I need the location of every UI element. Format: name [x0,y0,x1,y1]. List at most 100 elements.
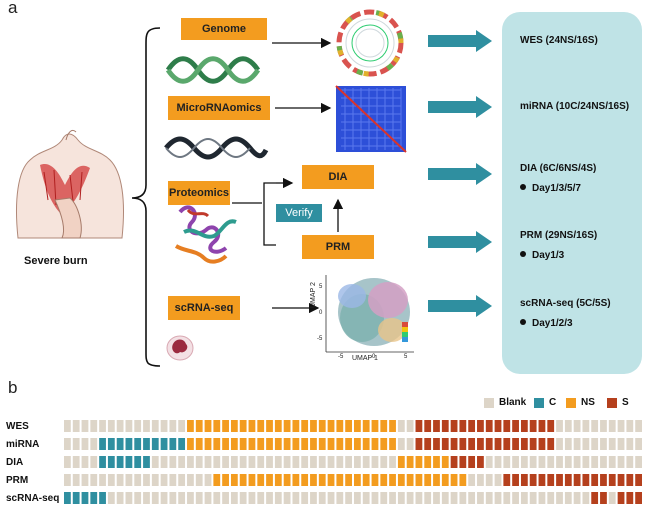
sample-cell-blank [564,456,572,468]
sample-cell-blank [406,438,414,450]
umap-ytick-1: 5 [319,284,323,290]
sample-cell-blank [635,456,642,468]
sample-cell-ns [222,474,229,486]
sample-cell-blank [345,492,352,504]
sample-cell-blank [608,492,616,504]
sample-cell-blank [107,492,115,504]
sample-cell-c [116,438,124,450]
sample-cell-blank [608,438,616,450]
sample-cell-blank [617,438,625,450]
sample-cell-ns [371,420,379,432]
sample-cell-ns [389,438,396,450]
sample-cell-ns [389,420,396,432]
verify-box: Verify [276,204,322,222]
sample-cell-s [494,420,502,432]
sample-cell-ns [266,438,273,450]
sample-cell-s [424,438,432,450]
sample-cell-blank [494,474,502,486]
legend-label-ns: NS [581,397,595,408]
sample-cell-blank [406,492,414,504]
sample-cell-s [433,438,440,450]
sample-cell-blank [503,492,511,504]
sample-cell-ns [283,420,291,432]
sample-cell-c [81,492,89,504]
sample-cell-blank [573,420,581,432]
sample-cell-s [450,456,458,468]
dia-box: DIA [302,165,374,189]
sample-cell-blank [283,492,291,504]
sample-cell-blank [160,420,168,432]
sample-cell-c [143,438,150,450]
sample-cell-s [415,438,423,450]
sample-cell-blank [564,438,572,450]
sample-cell-ns [310,474,317,486]
sample-cell-blank [310,492,317,504]
sample-cell-s [529,438,537,450]
sample-cell-ns [415,456,423,468]
cell-illustration [166,335,194,361]
result-prm-days-text: Day1/3 [532,250,565,261]
sample-cell-blank [187,474,194,486]
sample-cell-ns [424,456,432,468]
sample-cell-c [99,438,106,450]
sample-cell-blank [90,438,98,450]
sample-cell-blank [99,474,106,486]
row-label-prm: PRM [6,475,29,486]
sample-cell-s [459,456,467,468]
sample-cell-ns [318,420,326,432]
legend-label-c: C [549,397,557,408]
sample-cell-blank [72,438,80,450]
sample-cell-blank [600,456,607,468]
sample-cell-blank [72,420,80,432]
sample-cell-blank [556,492,563,504]
results-panel [502,12,642,374]
sample-cell-ns [371,438,379,450]
sample-cell-ns [248,438,256,450]
sample-cell-ns [239,420,247,432]
sample-cell-blank [116,420,124,432]
sample-cell-blank [178,492,186,504]
sample-cell-blank [239,456,247,468]
sample-cell-ns [441,474,449,486]
sample-cell-s [477,456,484,468]
sample-cell-blank [143,474,150,486]
sample-cell-ns [389,474,396,486]
sample-cell-ns [433,456,440,468]
sample-cell-blank [397,492,405,504]
sample-cell-blank [230,492,238,504]
sample-cell-s [635,474,642,486]
sample-cell-blank [336,456,344,468]
result-dia-days-text: Day1/3/5/7 [532,183,581,194]
result-scrna-days-text: Day1/2/3 [532,318,573,329]
sample-cell-blank [160,474,168,486]
sample-cell-s [538,438,546,450]
sample-cell-blank [318,492,326,504]
sample-cell-blank [204,474,212,486]
sample-cell-s [547,474,555,486]
sample-cell-blank [582,492,590,504]
sample-cell-s [582,474,590,486]
sample-cell-blank [90,456,98,468]
legend-blank: Blank [484,397,526,408]
sample-cell-s [459,420,467,432]
sample-cell-blank [64,474,71,486]
sample-cell-c [72,492,80,504]
sample-cell-blank [283,456,291,468]
sample-cell-blank [81,438,89,450]
sample-cell-blank [195,474,203,486]
sample-cell-s [529,474,537,486]
sample-cell-blank [485,492,493,504]
sample-cell-blank [345,456,352,468]
sample-cell-s [520,438,528,450]
sample-cell-s [424,420,432,432]
row-label-dia: DIA [6,457,24,468]
sample-cell-blank [169,420,177,432]
sample-cell-ns [354,420,361,432]
sample-cell-ns [345,420,352,432]
result-arrows [428,30,492,317]
sample-cell-blank [485,474,493,486]
sample-cell-blank [591,456,599,468]
result-scrna-days: Day1/2/3 [520,318,573,329]
sample-cell-blank [125,474,133,486]
